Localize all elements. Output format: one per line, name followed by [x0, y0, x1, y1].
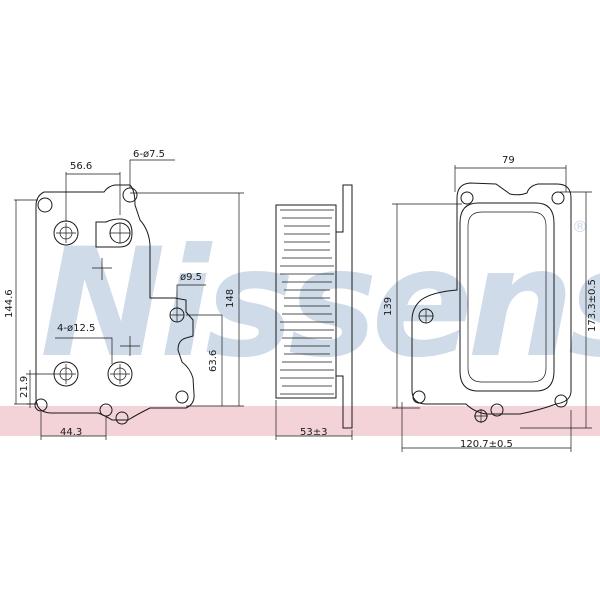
side-view: 53±3	[275, 184, 353, 440]
rear-hole-bottom-left	[412, 390, 426, 404]
bolt-hole-top-right	[122, 187, 138, 203]
side-view-fins	[280, 209, 334, 395]
port-upper-right-boss	[95, 218, 133, 248]
bolt-hole-bottom-right	[175, 390, 189, 404]
watermark-registered-mark: ®	[572, 217, 588, 236]
rear-hole-top-right	[551, 191, 565, 205]
dim-side-depth: 53±3	[300, 427, 327, 438]
dim-front-holes-top: 6-ø7.5	[133, 149, 165, 160]
bolt-hole-bottom-left	[34, 398, 48, 412]
dim-rear-height-right: 173.3±0.5	[587, 279, 598, 332]
dim-front-offset-left: 21.9	[19, 376, 30, 398]
dim-rear-width-top: 79	[502, 155, 515, 166]
side-view-flange	[336, 184, 353, 429]
port-lower-right	[107, 361, 133, 387]
side-view-outline	[275, 204, 337, 399]
dim-front-height-left: 144.6	[4, 289, 15, 318]
dim-front-height-right: 148	[225, 289, 236, 308]
rear-hole-top-left	[460, 191, 474, 205]
dim-front-holes-mid: 4-ø12.5	[57, 323, 95, 334]
watermark-logo: Nissens	[40, 217, 600, 391]
rear-hole-bottom-center	[490, 403, 504, 417]
rear-view-inner-plate	[459, 202, 555, 392]
bolt-hole-top-left	[37, 197, 53, 213]
rear-hole-bottom-right	[554, 394, 568, 408]
dim-front-height-inner: 63.6	[208, 350, 219, 372]
rear-view-outline	[411, 182, 572, 415]
front-view: 56.6 6-ø7.5 144.6 ø9.5 4-ø12.5 148 63.6 …	[4, 149, 244, 440]
bolt-hole-bottom-center	[115, 411, 129, 425]
dim-front-width-top: 56.6	[70, 161, 92, 172]
dim-front-width-bottom: 44.3	[60, 427, 82, 438]
dim-rear-width-bottom: 120.7±0.5	[460, 439, 513, 450]
dim-front-hole-mid: ø9.5	[180, 272, 202, 283]
dim-rear-height-left: 139	[383, 297, 394, 316]
rear-view: 79 139 173.3±0.5 120.7±0.5	[383, 155, 598, 452]
front-view-outline	[35, 184, 195, 421]
